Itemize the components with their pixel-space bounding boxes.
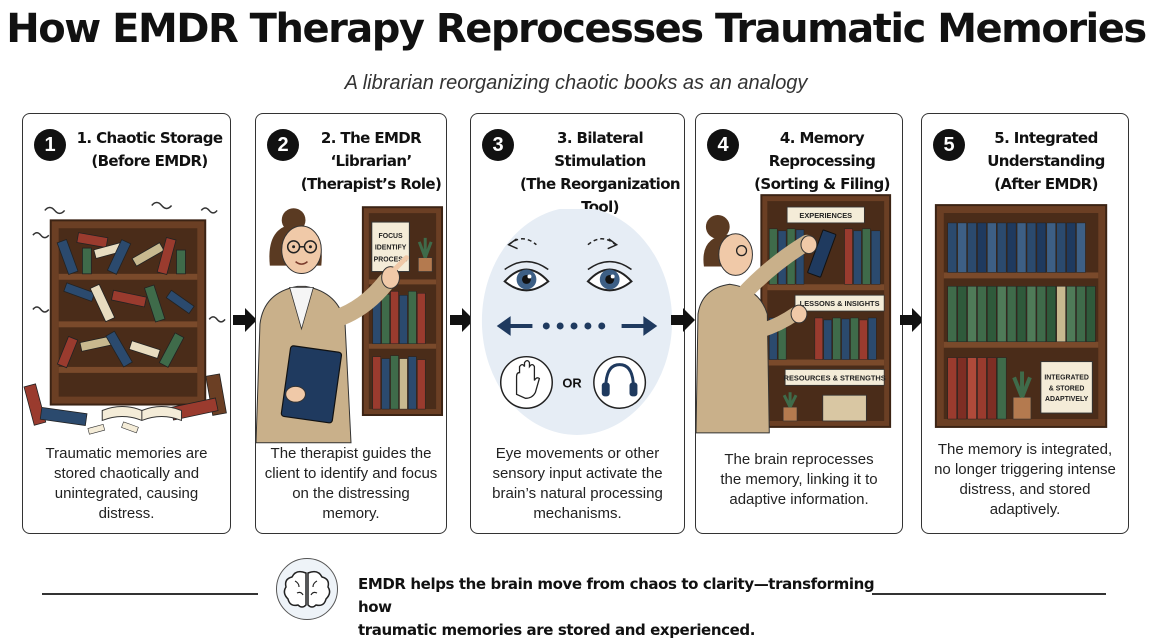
panel-title: 5. Integrated Understanding (After EMDR) <box>987 129 1105 193</box>
eye-icon <box>586 260 633 292</box>
shelf-label-lessons: LESSONS & INSIGHTS <box>800 299 880 308</box>
step-number-badge: 3 <box>482 129 514 161</box>
panel-description: The therapist guides the client to ident… <box>264 445 438 522</box>
step-number-badge: 2 <box>267 129 299 161</box>
step-number-badge: 4 <box>707 129 739 161</box>
panel-title: 3. Bilateral Stimulation (The Reorganiza… <box>519 129 681 216</box>
panel-integrated-understanding: 5 5. Integrated Understanding (After EMD… <box>921 113 1129 534</box>
sign-line: FOCUS <box>378 233 403 240</box>
shelf-label-resources: RESOURCES & STRENGTHS <box>784 373 886 382</box>
sign-line: ADAPTIVELY <box>1045 396 1089 403</box>
sign-line: INTEGRATED <box>1044 374 1088 381</box>
panel-title: 1. Chaotic Storage (Before EMDR) <box>76 129 223 170</box>
step-number-badge: 5 <box>933 129 965 161</box>
page-title: How EMDR Therapy Reprocesses Traumatic M… <box>6 6 1147 52</box>
panel-memory-reprocessing: 4 4. Memory Reprocessing (Sorting & Fili… <box>695 113 903 534</box>
sign-line: & STORED <box>1049 385 1085 392</box>
hand-tap-icon <box>499 355 553 409</box>
panel-description: The brain reprocesses the memory, linkin… <box>720 451 878 508</box>
arrow-right-icon <box>671 308 695 332</box>
chaotic-bookshelf-illustration <box>23 201 227 435</box>
panel-description: The memory is integrated, no longer trig… <box>934 441 1116 518</box>
panel-bilateral-stimulation: 3 3. Bilateral Stimulation (The Reorgani… <box>470 113 685 534</box>
footer-message: EMDR helps the brain move from chaos to … <box>358 575 875 639</box>
divider-line <box>872 593 1106 595</box>
divider-line <box>42 593 258 595</box>
arrow-right-icon <box>900 308 924 332</box>
arrow-right-icon <box>233 308 257 332</box>
panel-chaotic-storage: 1 1. Chaotic Storage (Before EMDR) <box>22 113 231 534</box>
brain-icon <box>276 558 338 620</box>
panel-title: 2. The EMDR ‘Librarian’ (Therapist’s Rol… <box>300 129 442 193</box>
sign-line: IDENTIFY <box>375 245 407 252</box>
panel-emdr-librarian: 2 2. The EMDR ‘Librarian’ (Therapist’s R… <box>255 113 447 534</box>
therapist-illustration: FOCUS IDENTIFY PROCESS <box>256 206 444 444</box>
memory-sorting-illustration: EXPERIENCES LESSONS & INSIGHTS RESOURCES… <box>696 194 892 434</box>
panel-title: 4. Memory Reprocessing (Sorting & Filing… <box>754 129 890 193</box>
arrow-right-icon <box>450 308 474 332</box>
page-subtitle: A librarian reorganizing chaotic books a… <box>344 72 808 94</box>
eye-icon <box>503 260 550 292</box>
bilateral-stimulation-illustration: OR <box>481 209 673 435</box>
step-number-badge: 1 <box>34 129 66 161</box>
sign-line: PROCESS <box>374 257 408 264</box>
headphones-icon <box>593 355 647 409</box>
organized-bookshelf-illustration: INTEGRATED & STORED ADAPTIVELY <box>934 204 1108 428</box>
or-label: OR <box>562 375 582 390</box>
panel-description: Eye movements or other sensory input act… <box>492 445 663 522</box>
shelf-label-experiences: EXPERIENCES <box>799 211 852 220</box>
panel-description: Traumatic memories are stored chaoticall… <box>45 445 208 522</box>
